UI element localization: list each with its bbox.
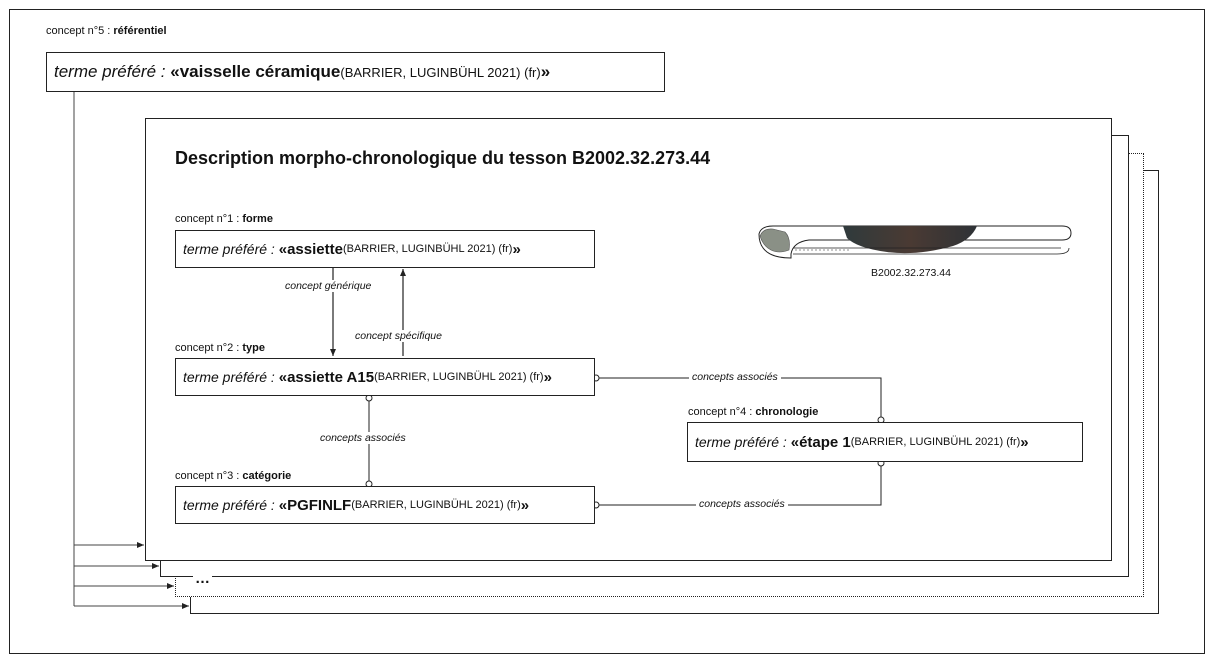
term-open-quote: « [278,368,288,386]
concept-1-label: concept n°1 : forme [175,213,273,225]
concept-kind: type [242,342,266,354]
term-reference: (BARRIER, LUGINBÜHL 2021) (fr) [850,436,1021,448]
term-prefix: terme préféré : [183,241,275,257]
referentiel-concept-prefix: concept n°5 : [46,25,114,37]
term-open-quote: « [170,62,180,81]
term-close-quote: » [1020,433,1029,451]
term-reference: (BARRIER, LUGINBÜHL 2021) (fr) [342,243,513,255]
term-open-quote: « [790,433,800,451]
referentiel-concept-kind: référentiel [113,25,167,37]
term-close-quote: » [520,496,530,514]
term-value: vaisselle céramique [179,62,341,81]
card-title: Description morpho-chronologique du tess… [175,148,711,168]
relation-cat-chrono-label: concepts associés [696,498,788,510]
term-close-quote: » [512,240,521,258]
term-prefix: terme préféré : [183,497,275,513]
concept-4-term-box: terme préféré : « étape 1 (BARRIER, LUGI… [687,422,1083,462]
concept-prefix: concept n°2 : [175,342,243,354]
relation-type-chrono-label: concepts associés [689,371,781,383]
concept-prefix: concept n°3 : [175,470,243,482]
concept-prefix: concept n°4 : [688,406,756,418]
term-prefix: terme préféré : [54,62,166,81]
term-reference: (BARRIER, LUGINBÜHL 2021) (fr) [340,64,541,80]
concept-4-label: concept n°4 : chronologie [688,406,818,418]
more-cards-ellipsis: … [193,570,212,587]
concept-3-label: concept n°3 : catégorie [175,470,291,482]
term-value: assiette A15 [287,368,375,386]
concept-2-label: concept n°2 : type [175,342,265,354]
concept-3-term-box: terme préféré : « PGFINLF (BARRIER, LUGI… [175,486,595,524]
concept-2-term-box: terme préféré : « assiette A15 (BARRIER,… [175,358,595,396]
referentiel-concept-label: concept n°5 : référentiel [46,25,167,37]
concept-kind: catégorie [242,470,292,482]
term-open-quote: « [278,240,288,258]
term-close-quote: » [543,368,552,386]
relation-type-cat-label: concepts associés [317,432,409,444]
term-reference: (BARRIER, LUGINBÜHL 2021) (fr) [351,499,521,511]
term-open-quote: « [278,496,288,514]
term-reference: (BARRIER, LUGINBÜHL 2021) (fr) [374,371,544,383]
concept-kind: chronologie [755,406,819,418]
term-value: PGFINLF [287,496,352,514]
term-value: assiette [287,240,343,258]
term-prefix: terme préféré : [183,369,275,385]
concept-1-term-box: terme préféré : « assiette (BARRIER, LUG… [175,230,595,268]
term-close-quote: » [540,62,551,81]
diagram-frame [9,9,1205,654]
sherd-profile-image [758,225,1072,259]
concept-kind: forme [242,213,273,225]
sherd-caption: B2002.32.273.44 [871,267,951,279]
relation-generic-label: concept générique [282,280,375,292]
term-prefix: terme préféré : [695,434,787,450]
concept-prefix: concept n°1 : [175,213,243,225]
term-value: étape 1 [799,433,851,451]
referentiel-term-box: terme préféré : « vaisselle céramique (B… [46,52,665,92]
relation-specific-label: concept spécifique [352,330,445,342]
